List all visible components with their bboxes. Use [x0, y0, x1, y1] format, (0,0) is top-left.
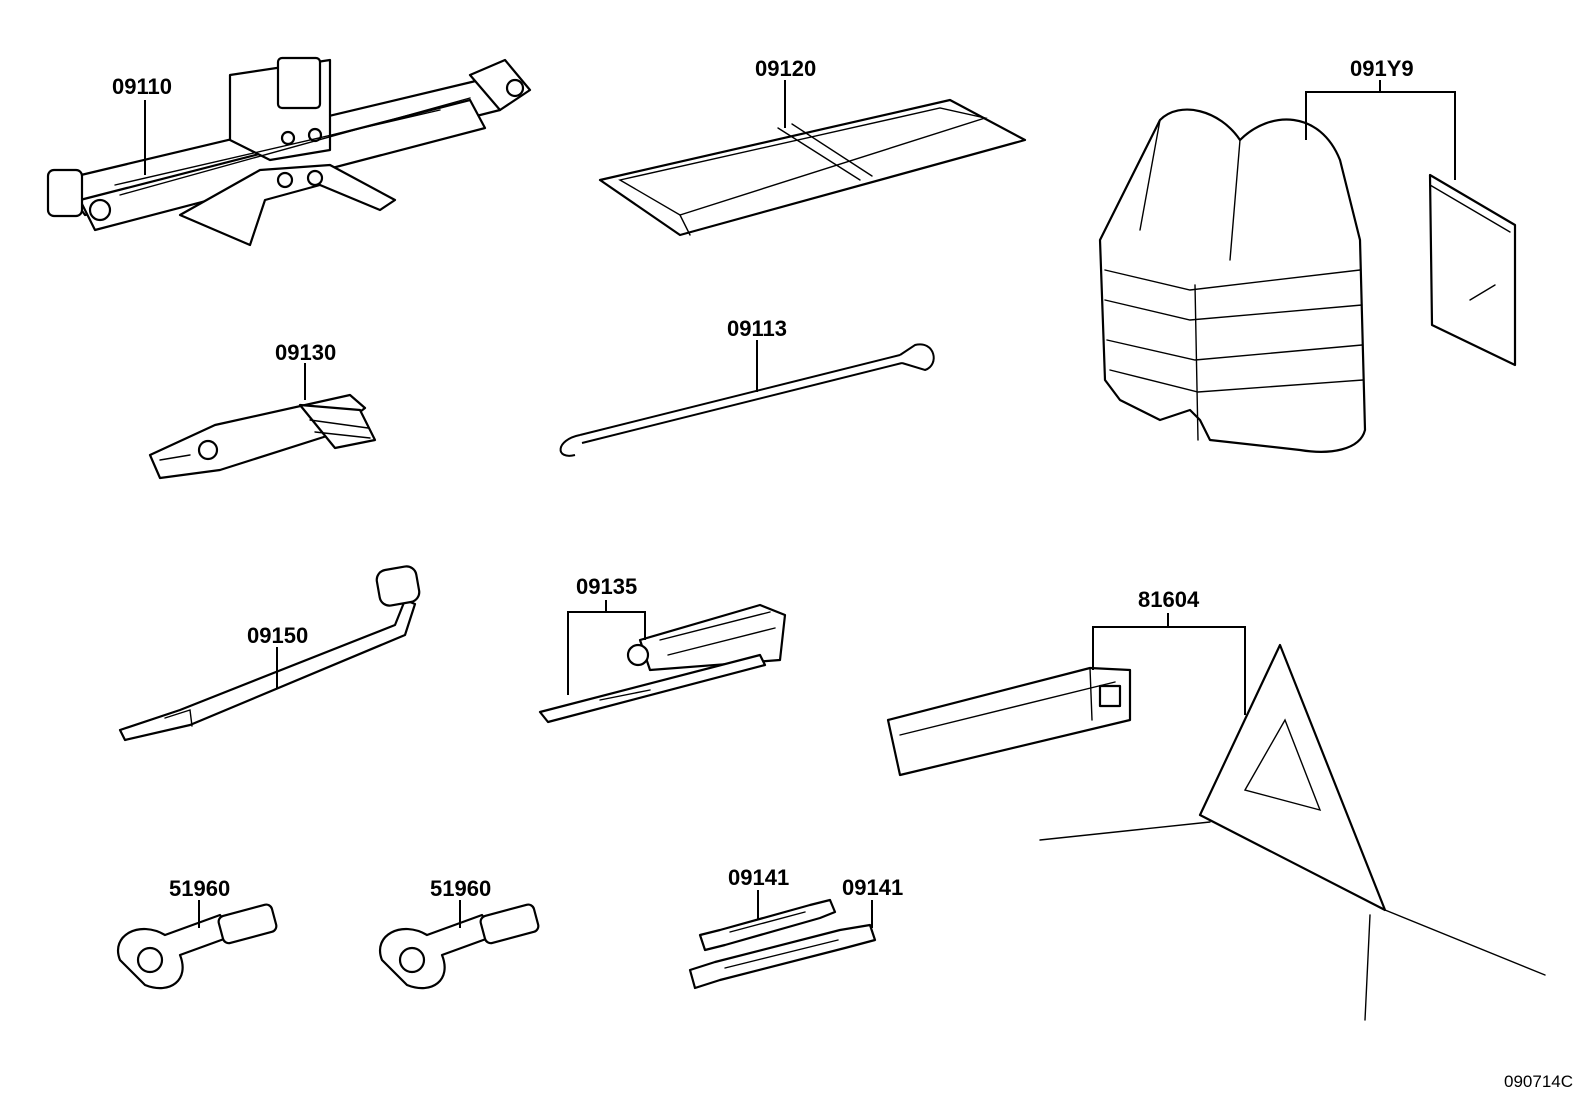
label-51960-right: 51960: [430, 876, 491, 901]
label-09110: 09110: [112, 74, 172, 99]
label-09135: 09135: [576, 574, 637, 599]
label-81604: 81604: [1138, 587, 1200, 612]
label-09141-upper: 09141: [728, 865, 789, 890]
towing-eye-left-illustration: [117, 903, 278, 990]
label-091Y9: 091Y9: [1350, 56, 1414, 81]
wrench-upper-illustration: [698, 898, 837, 952]
wrench-lower-illustration: [688, 923, 877, 990]
label-51960-left: 51960: [169, 876, 230, 901]
screwdriver-set-illustration: [538, 603, 787, 724]
label-09113: 09113: [727, 316, 787, 341]
warning-triangle-illustration: [886, 643, 1546, 1021]
towing-eye-right-illustration: [379, 903, 540, 990]
figure-code: 090714C: [1504, 1072, 1573, 1091]
tool-bag-illustration: [598, 98, 1027, 237]
safety-vest-illustration: [1098, 108, 1517, 453]
label-09130: 09130: [275, 340, 336, 365]
jack-illustration: [46, 56, 532, 247]
label-09141-lower: 09141: [842, 875, 903, 900]
pliers-illustration: [148, 393, 377, 480]
jack-handle-illustration: [559, 343, 935, 457]
wheel-nut-wrench-illustration: [118, 565, 421, 742]
label-09150: 09150: [247, 623, 308, 648]
label-09120: 09120: [755, 56, 816, 81]
